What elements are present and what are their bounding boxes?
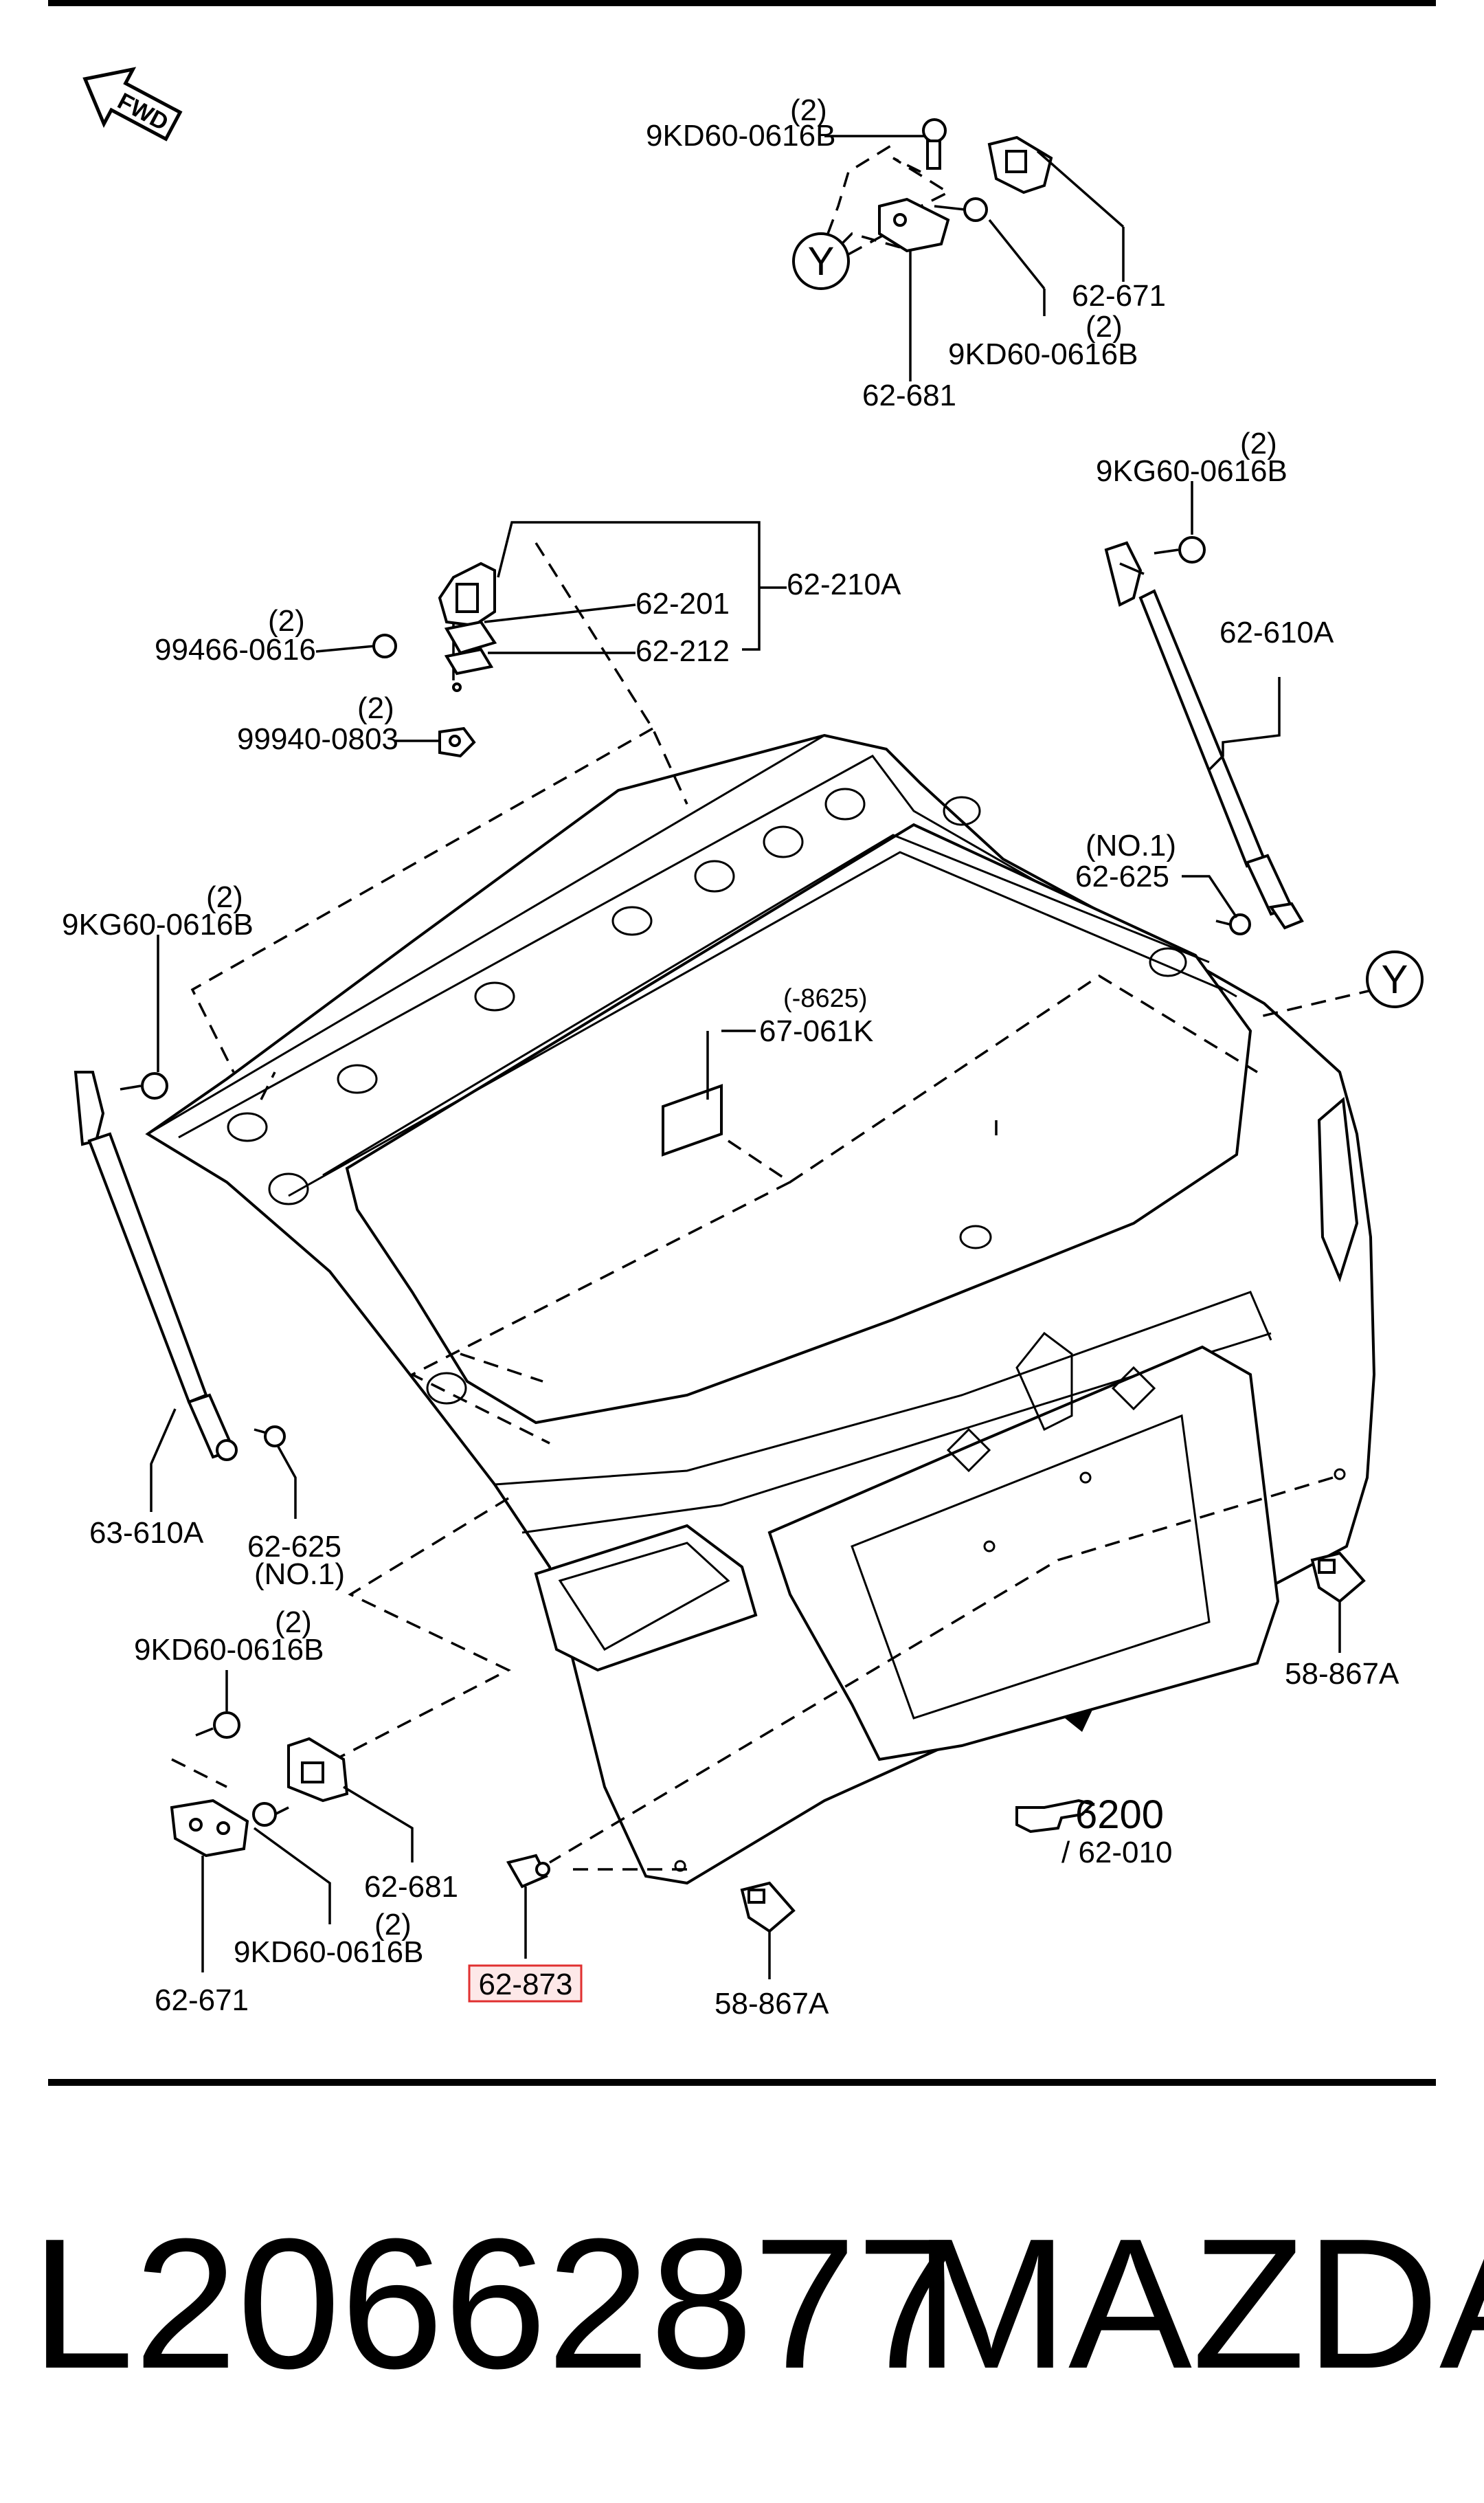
brand-name: MAZDA	[914, 2201, 1484, 2407]
label-strut-bolt-r-qty: (2)	[1240, 427, 1277, 460]
label-bumper-l: 58-867A	[715, 1987, 829, 2021]
label-ref-sub: / 62-010	[1061, 1836, 1172, 1869]
label-hinge-upper: 62-201	[636, 587, 730, 621]
ref-marker-label: Y	[1382, 957, 1408, 1002]
part-labels: (2) 9KD60-0616B 62-671 (2) 9KD60-0616B 6…	[62, 93, 1399, 2021]
tailgate-panel	[145, 733, 1376, 1885]
label-top-bolt-qty: (2)	[790, 93, 827, 127]
fwd-arrow-icon: FWD	[82, 67, 183, 142]
label-top-bolt: 9KD60-0616B	[646, 119, 835, 153]
strut-r	[1104, 536, 1304, 935]
label-plate-r: 62-681	[862, 379, 956, 412]
label-strut-bolt-l-qty: (2)	[206, 880, 243, 914]
bolt-icon	[1154, 536, 1206, 564]
label-bolt-l2-qty: (2)	[374, 1908, 412, 1942]
bolt-icon	[120, 1072, 168, 1100]
label-strut-bolt-r: 9KG60-0616B	[1096, 454, 1288, 488]
label-stud-r: 62-625	[1075, 860, 1169, 893]
label-bolt-l-qty: (2)	[275, 1605, 312, 1639]
ref-arrow-icon	[1065, 1710, 1092, 1732]
label-bumper-r: 58-867A	[1285, 1657, 1399, 1691]
label-ref-page: 6200	[1075, 1792, 1164, 1837]
label-stud-l: 62-625	[247, 1530, 341, 1564]
label-plate-l: 62-681	[364, 1870, 458, 1904]
label-bolt-99466-qty: (2)	[268, 604, 305, 638]
label-stud-r-no: (NO.1)	[1086, 829, 1176, 863]
leader-lines	[150, 135, 1341, 1979]
bolt-icon	[315, 634, 397, 658]
hinge-l-group	[170, 1711, 349, 1858]
stud-icon	[254, 1425, 286, 1447]
label-strut-bolt-l: 9KG60-0616B	[62, 908, 254, 942]
bumper-l-icon	[740, 1881, 796, 1933]
label-nut-99940: 99940-0803	[237, 722, 398, 756]
label-hinge-assy: 62-210A	[787, 568, 901, 601]
nut-icon	[438, 726, 476, 758]
label-highlight-part: 62-873	[478, 1968, 572, 2001]
bolt-icon	[922, 118, 947, 170]
bolt-icon	[934, 197, 988, 222]
ref-marker-y-right: Y	[1366, 950, 1424, 1008]
label-bolt-l2: 9KD60-0616B	[234, 1935, 423, 1969]
label-hinge-shim: 62-212	[636, 634, 730, 668]
label-nut-99940-qty: (2)	[357, 691, 394, 725]
label-hinge-r-bolt: 9KD60-0616B	[948, 337, 1138, 371]
ref-marker-label: Y	[808, 239, 835, 284]
sticker-icon	[662, 1084, 723, 1157]
label-bolt-99466: 99466-0616	[155, 633, 316, 667]
label-bolt-l: 9KD60-0616B	[134, 1633, 324, 1667]
part-number: L20662877	[31, 2201, 959, 2407]
label-sticker: 67-061K	[759, 1014, 873, 1048]
rail-holes	[227, 788, 1187, 1405]
bumper-r-icon	[1310, 1551, 1366, 1603]
strut-l	[74, 1071, 286, 1461]
label-hinge-l: 62-671	[155, 1983, 249, 2017]
label-sticker-range: (-8625)	[783, 984, 868, 1013]
label-strut-l: 63-610A	[89, 1516, 204, 1550]
ref-marker-y-top: Y	[792, 232, 850, 290]
hand-pointer-icon	[1015, 1799, 1095, 1834]
bolt-icon	[195, 1711, 240, 1739]
bumper-stop-icon	[506, 1854, 550, 1889]
label-stud-l-no: (NO.1)	[254, 1557, 345, 1591]
highlight-box	[468, 1964, 583, 2003]
label-strut-r: 62-610A	[1219, 616, 1334, 649]
hinge-r-group	[878, 118, 1053, 253]
bolt-icon	[1215, 913, 1251, 935]
bolt-icon	[252, 1802, 289, 1827]
label-hinge-r: 62-671	[1072, 279, 1166, 313]
label-hinge-r-bolt-qty: (2)	[1086, 310, 1123, 344]
main-hinge-group	[315, 561, 497, 758]
